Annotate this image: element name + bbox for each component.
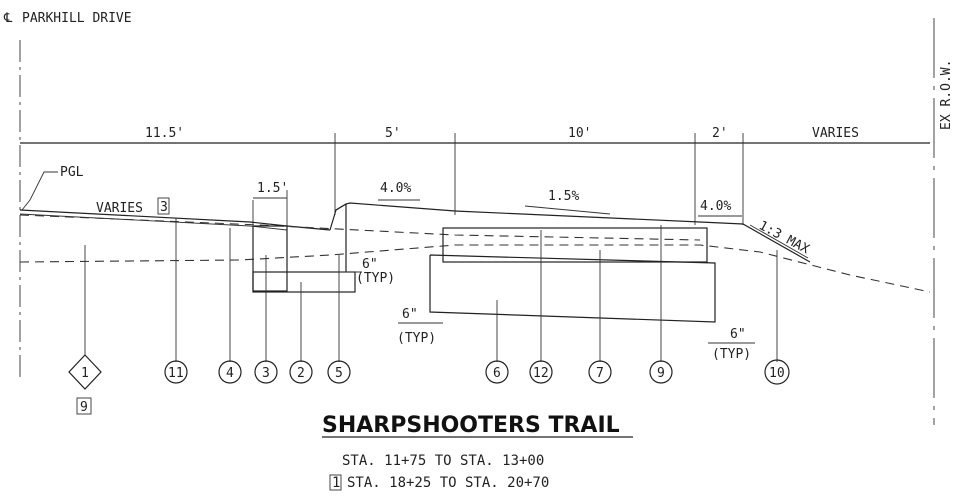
gutter-box <box>252 271 356 293</box>
curb-back <box>335 202 347 272</box>
callout-7: 7 <box>596 366 604 381</box>
callout-circle-6 <box>485 360 509 384</box>
slope-4-0-left: 4.0% <box>380 181 411 196</box>
base-dashed <box>19 214 701 241</box>
subgrade-dashed <box>19 244 931 293</box>
callout-diamond-tag: 9 <box>80 400 88 415</box>
callout-diamond <box>68 354 102 390</box>
slope-line <box>749 224 809 259</box>
dimension-11-5: 11.5' <box>145 126 184 141</box>
callout-3: 3 <box>262 366 270 381</box>
callout-circle-9 <box>649 360 673 384</box>
station-tag-box <box>329 474 342 491</box>
dimension-5: 5' <box>385 126 401 141</box>
callout-circle-4 <box>218 360 242 384</box>
callout-circle-11 <box>164 360 188 384</box>
callout-6: 6 <box>493 366 501 381</box>
station-tag: 1 <box>332 475 340 491</box>
slope-4-0-right: 4.0% <box>700 199 731 214</box>
callout-2: 2 <box>297 366 305 381</box>
typ-b: (TYP) <box>397 331 436 346</box>
callout-circle-2 <box>289 360 313 384</box>
callout-5: 5 <box>335 366 343 381</box>
callout-circle-5 <box>327 360 351 384</box>
centerline-label: PARKHILL DRIVE <box>22 11 132 26</box>
six-inch-a: 6" <box>362 257 378 272</box>
callout-circle-7 <box>588 360 612 384</box>
callout-4: 4 <box>226 366 234 381</box>
trail-surface <box>454 210 811 263</box>
callout-circle-10 <box>764 359 790 385</box>
callout-12: 12 <box>533 366 549 381</box>
pgl-leader <box>21 171 58 211</box>
callout-circle-12 <box>529 360 553 384</box>
varies-label: VARIES <box>96 201 143 216</box>
drawing-title: SHARPSHOOTERS TRAIL <box>322 413 620 438</box>
station-range-2: STA. 18+25 TO STA. 20+70 <box>347 475 549 491</box>
six-inch-b: 6" <box>402 307 418 322</box>
slope-arrow-mid <box>524 205 611 215</box>
dimension-varies: VARIES <box>812 126 859 141</box>
dimension-1-5: 1.5' <box>257 181 288 196</box>
typ-c: (TYP) <box>712 347 751 362</box>
trail-base-box <box>442 227 708 263</box>
pgl-label: PGL <box>60 165 84 180</box>
callout-diamond-label: 1 <box>81 366 89 381</box>
trail-subbase-box <box>429 254 716 323</box>
curb-and-buffer <box>329 202 456 231</box>
callout-9: 9 <box>657 366 665 381</box>
dimension-2: 2' <box>712 126 728 141</box>
callout-circle-3 <box>254 360 278 384</box>
callout-11: 11 <box>168 366 184 381</box>
typ-a: (TYP) <box>356 271 395 286</box>
centerline-symbol: ℄ <box>3 11 13 26</box>
dimension-10: 10' <box>568 126 591 141</box>
station-range-1: STA. 11+75 TO STA. 13+00 <box>342 453 544 469</box>
callout-diamond-tag-box <box>76 397 92 415</box>
road-surface <box>19 209 331 231</box>
varies-tag-box <box>157 197 170 215</box>
slope-1-5: 1.5% <box>548 189 579 204</box>
curb-box <box>252 225 288 292</box>
varies-tag: 3 <box>160 200 168 215</box>
callout-10: 10 <box>769 366 785 381</box>
six-inch-c: 6" <box>730 327 746 342</box>
row-label: EX R.O.W. <box>939 60 954 130</box>
slope-1-3-max: 1:3 MAX <box>756 218 812 257</box>
